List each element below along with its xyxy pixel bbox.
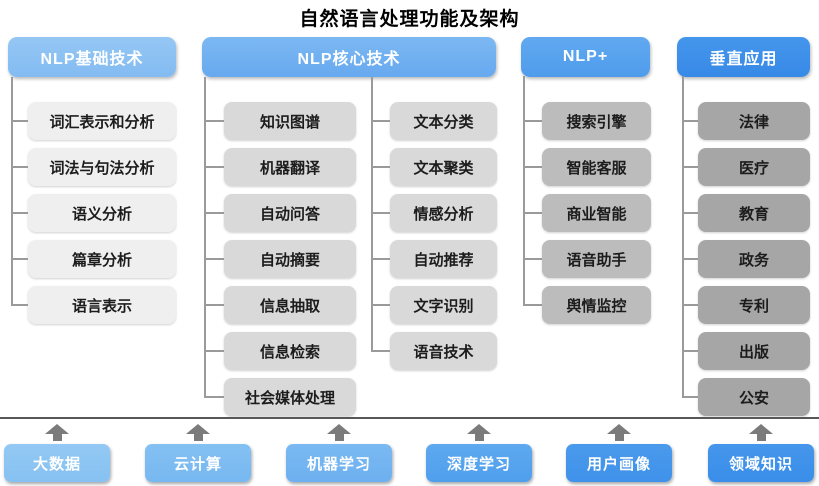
tree-node: 语义分析 (11, 194, 176, 232)
tree-node: 词汇表示和分析 (11, 102, 176, 140)
column-header-nlp-plus: NLP+ (521, 37, 650, 77)
foundation-group: 云计算 (145, 424, 251, 482)
connector-line (682, 76, 684, 397)
tree-node: 舆情监控 (523, 286, 651, 324)
tree-node: 语音助手 (523, 240, 651, 278)
tree-node: 文本聚类 (371, 148, 497, 186)
tree-node: 医疗 (682, 148, 810, 186)
column-nlp-basic-items: 词汇表示和分析 词法与句法分析 语义分析 篇章分析 语言表示 (11, 102, 176, 324)
arrow-up-icon (749, 424, 773, 441)
foundation-group: 机器学习 (286, 424, 392, 482)
foundation-group: 领域知识 (708, 424, 814, 482)
foundation-group: 用户画像 (566, 424, 672, 482)
tree-node: 教育 (682, 194, 810, 232)
tree-node: 智能客服 (523, 148, 651, 186)
arrow-up-icon (607, 424, 631, 441)
column-nlp-core-items-left: 知识图谱 机器翻译 自动问答 自动摘要 信息抽取 信息检索 社会媒体处理 (204, 102, 356, 416)
foundation-box: 大数据 (4, 444, 110, 482)
connector-line (371, 77, 373, 351)
tree-node: 语言表示 (11, 286, 176, 324)
foundation-box: 用户画像 (566, 444, 672, 482)
tree-node: 文本分类 (371, 102, 497, 140)
tree-node: 出版 (682, 332, 810, 370)
arrow-up-icon (467, 424, 491, 441)
tree-node: 篇章分析 (11, 240, 176, 278)
arrow-up-icon (327, 424, 351, 441)
tree-node: 政务 (682, 240, 810, 278)
tree-node: 自动摘要 (204, 240, 356, 278)
foundation-group: 深度学习 (426, 424, 532, 482)
connector-line (204, 77, 206, 397)
tree-node: 公安 (682, 378, 810, 416)
tree-node: 文字识别 (371, 286, 497, 324)
column-nlp-plus-items: 搜索引擎 智能客服 商业智能 语音助手 舆情监控 (523, 102, 651, 324)
foundation-group: 大数据 (4, 424, 110, 482)
tree-node: 信息检索 (204, 332, 356, 370)
column-nlp-core-items-right: 文本分类 文本聚类 情感分析 自动推荐 文字识别 语音技术 (371, 102, 497, 370)
tree-node: 搜索引擎 (523, 102, 651, 140)
baseline-divider (0, 417, 819, 419)
column-vertical-apps-items: 法律 医疗 教育 政务 专利 出版 公安 (682, 102, 810, 416)
tree-node: 词法与句法分析 (11, 148, 176, 186)
tree-node: 语音技术 (371, 332, 497, 370)
tree-node: 商业智能 (523, 194, 651, 232)
column-header-nlp-basic: NLP基础技术 (8, 37, 176, 77)
foundation-box: 领域知识 (708, 444, 814, 482)
tree-node: 自动推荐 (371, 240, 497, 278)
tree-node: 知识图谱 (204, 102, 356, 140)
tree-node: 社会媒体处理 (204, 378, 356, 416)
foundation-box: 深度学习 (426, 444, 532, 482)
arrow-up-icon (45, 424, 69, 441)
tree-node: 法律 (682, 102, 810, 140)
tree-node: 自动问答 (204, 194, 356, 232)
foundation-box: 机器学习 (286, 444, 392, 482)
tree-node: 情感分析 (371, 194, 497, 232)
tree-node: 信息抽取 (204, 286, 356, 324)
connector-line (11, 77, 13, 305)
column-header-vertical-apps: 垂直应用 (677, 37, 810, 77)
column-header-nlp-core: NLP核心技术 (202, 37, 496, 77)
arrow-up-icon (186, 424, 210, 441)
foundation-box: 云计算 (145, 444, 251, 482)
tree-node: 专利 (682, 286, 810, 324)
connector-line (523, 76, 525, 305)
tree-node: 机器翻译 (204, 148, 356, 186)
diagram-title: 自然语言处理功能及架构 (299, 9, 520, 30)
